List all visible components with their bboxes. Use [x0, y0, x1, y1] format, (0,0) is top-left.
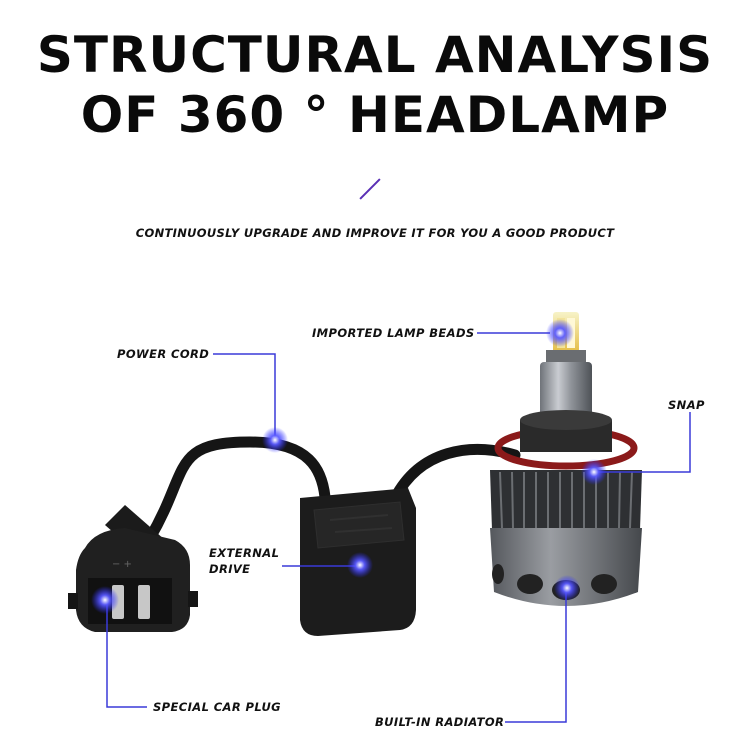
title-line-1: STRUCTURAL ANALYSIS [36, 26, 714, 84]
label-special-car-plug: SPECIAL CAR PLUG [153, 700, 282, 714]
dot-external-drive [347, 552, 373, 578]
svg-text:− +: − + [112, 559, 132, 570]
title-line-2: OF 360 ° HEADLAMP [80, 86, 670, 144]
dot-snap [581, 459, 607, 485]
label-snap: SNAP [668, 398, 705, 412]
dot-power-cord [262, 427, 288, 453]
car-plug: − + [68, 505, 198, 632]
led-bulb [490, 312, 642, 606]
dot-radiator [554, 575, 580, 601]
dot-lamp-beads [546, 319, 574, 347]
subtitle: CONTINUOUSLY UPGRADE AND IMPROVE IT FOR … [135, 226, 615, 240]
label-imported-lamp-beads: IMPORTED LAMP BEADS [312, 326, 475, 340]
label-power-cord: POWER CORD [117, 347, 210, 361]
callout-lines [106, 332, 691, 723]
label-built-in-radiator: BUILT-IN RADIATOR [375, 715, 505, 729]
dot-car-plug [91, 586, 119, 614]
label-external-drive-line1: EXTERNAL [209, 546, 280, 560]
label-external-drive-line2: DRIVE [209, 562, 251, 576]
callout-dots [91, 319, 607, 614]
